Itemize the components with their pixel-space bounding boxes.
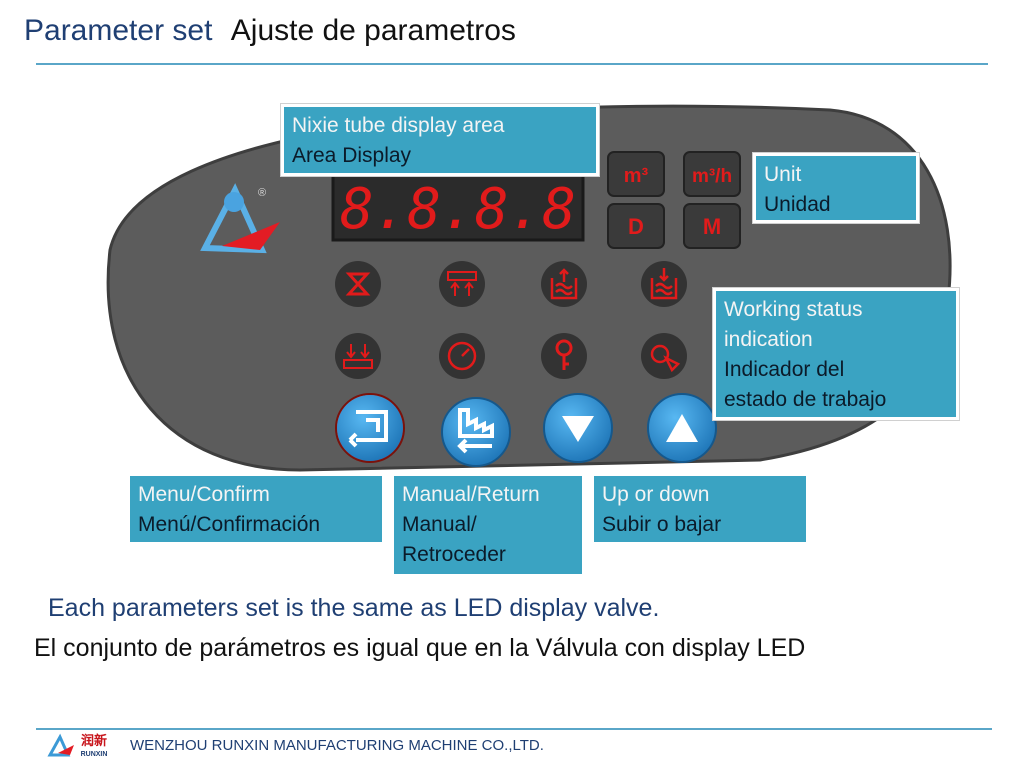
footer-company: WENZHOU RUNXIN MANUFACTURING MACHINE CO.…: [130, 737, 544, 754]
key-icon: [555, 339, 573, 370]
callout-manual-en: Manual/Return: [402, 483, 540, 506]
unit-key-m[interactable]: [683, 203, 741, 249]
unit-key-m-label: M: [703, 214, 721, 239]
status-indicator-brine: [439, 261, 485, 307]
callout-updown-es: Subir o bajar: [602, 513, 722, 536]
regenerate-icon: [343, 344, 373, 369]
timer-icon: [447, 341, 477, 371]
logo-text: 润新: [81, 733, 107, 749]
callout-status-en2: indication: [724, 328, 813, 351]
callout-unit: Unit Unidad: [753, 153, 919, 223]
callout-nixie-display: Nixie tube display area Area Display: [281, 104, 599, 176]
unit-key-m3h[interactable]: [683, 151, 741, 197]
status-indicator-timer: [439, 333, 485, 379]
callout-up-down: Up or down Subir o bajar: [594, 476, 806, 542]
hourglass-icon: [345, 272, 371, 296]
valve-icon: [650, 344, 681, 373]
caption-es: El conjunto de parámetros es igual que e…: [34, 634, 806, 662]
display-digits: 8.8.8.8: [340, 177, 576, 242]
unit-key-m3h-label: m³/h: [692, 166, 732, 187]
refill-icon: [650, 268, 678, 300]
footer-divider: [36, 728, 992, 730]
callout-status-es2: estado de trabajo: [724, 388, 887, 411]
menu-confirm-button[interactable]: [335, 393, 405, 463]
enter-icon: [348, 410, 388, 448]
down-arrow-icon: [562, 416, 594, 442]
factory-return-icon: [457, 408, 494, 454]
title-divider: [36, 63, 988, 65]
brand-logo: ®: [200, 183, 280, 254]
callout-status-en1: Working status: [724, 298, 863, 321]
callout-status-es1: Indicador del: [724, 358, 845, 381]
status-indicator-valve: [641, 333, 687, 379]
callout-working-status: Working status indication Indicador del …: [713, 288, 959, 420]
unit-key-d[interactable]: [607, 203, 665, 249]
callout-unit-es: Unidad: [764, 193, 831, 216]
up-arrow-icon: [666, 414, 698, 442]
caption-en: Each parameters set is the same as LED d…: [48, 594, 660, 622]
status-indicator-key: [541, 333, 587, 379]
status-indicator-hourglass: [335, 261, 381, 307]
down-button[interactable]: [543, 393, 613, 463]
callout-menu-es: Menú/Confirmación: [138, 513, 321, 536]
callout-manual-return: Manual/Return Manual/ Retroceder: [394, 476, 582, 574]
status-indicator-regenerate: [335, 333, 381, 379]
callout-nixie-en: Nixie tube display area: [292, 114, 505, 137]
callout-manual-es1: Manual/: [402, 513, 477, 536]
unit-key-m3-label: m³: [624, 165, 649, 187]
callout-menu-confirm: Menu/Confirm Menú/Confirmación: [130, 476, 382, 542]
nixie-display: [331, 168, 585, 242]
unit-key-d-label: D: [628, 214, 644, 239]
company-logo: 润新 RUNXIN: [47, 733, 108, 758]
title-en: Parameter set: [24, 14, 213, 47]
unit-keys: m³ m³/h D M: [607, 151, 741, 249]
backwash-icon: [550, 268, 578, 300]
title-es: Ajuste de parametros: [230, 14, 516, 47]
callout-manual-es2: Retroceder: [402, 543, 506, 566]
callout-unit-en: Unit: [764, 163, 802, 186]
callout-updown-en: Up or down: [602, 483, 710, 506]
unit-key-m3[interactable]: [607, 151, 665, 197]
up-button[interactable]: [647, 393, 717, 463]
page-title: Parameter set Ajuste de parametros: [24, 14, 516, 48]
manual-return-button[interactable]: [441, 397, 511, 467]
svg-text:®: ®: [258, 187, 266, 199]
brine-draw-icon: [447, 271, 477, 296]
status-indicator-backwash: [541, 261, 587, 307]
callout-menu-en: Menu/Confirm: [138, 483, 270, 506]
logo-sub: RUNXIN: [81, 751, 108, 758]
status-indicator-refill: [641, 261, 687, 307]
callout-nixie-es: Area Display: [292, 144, 412, 167]
